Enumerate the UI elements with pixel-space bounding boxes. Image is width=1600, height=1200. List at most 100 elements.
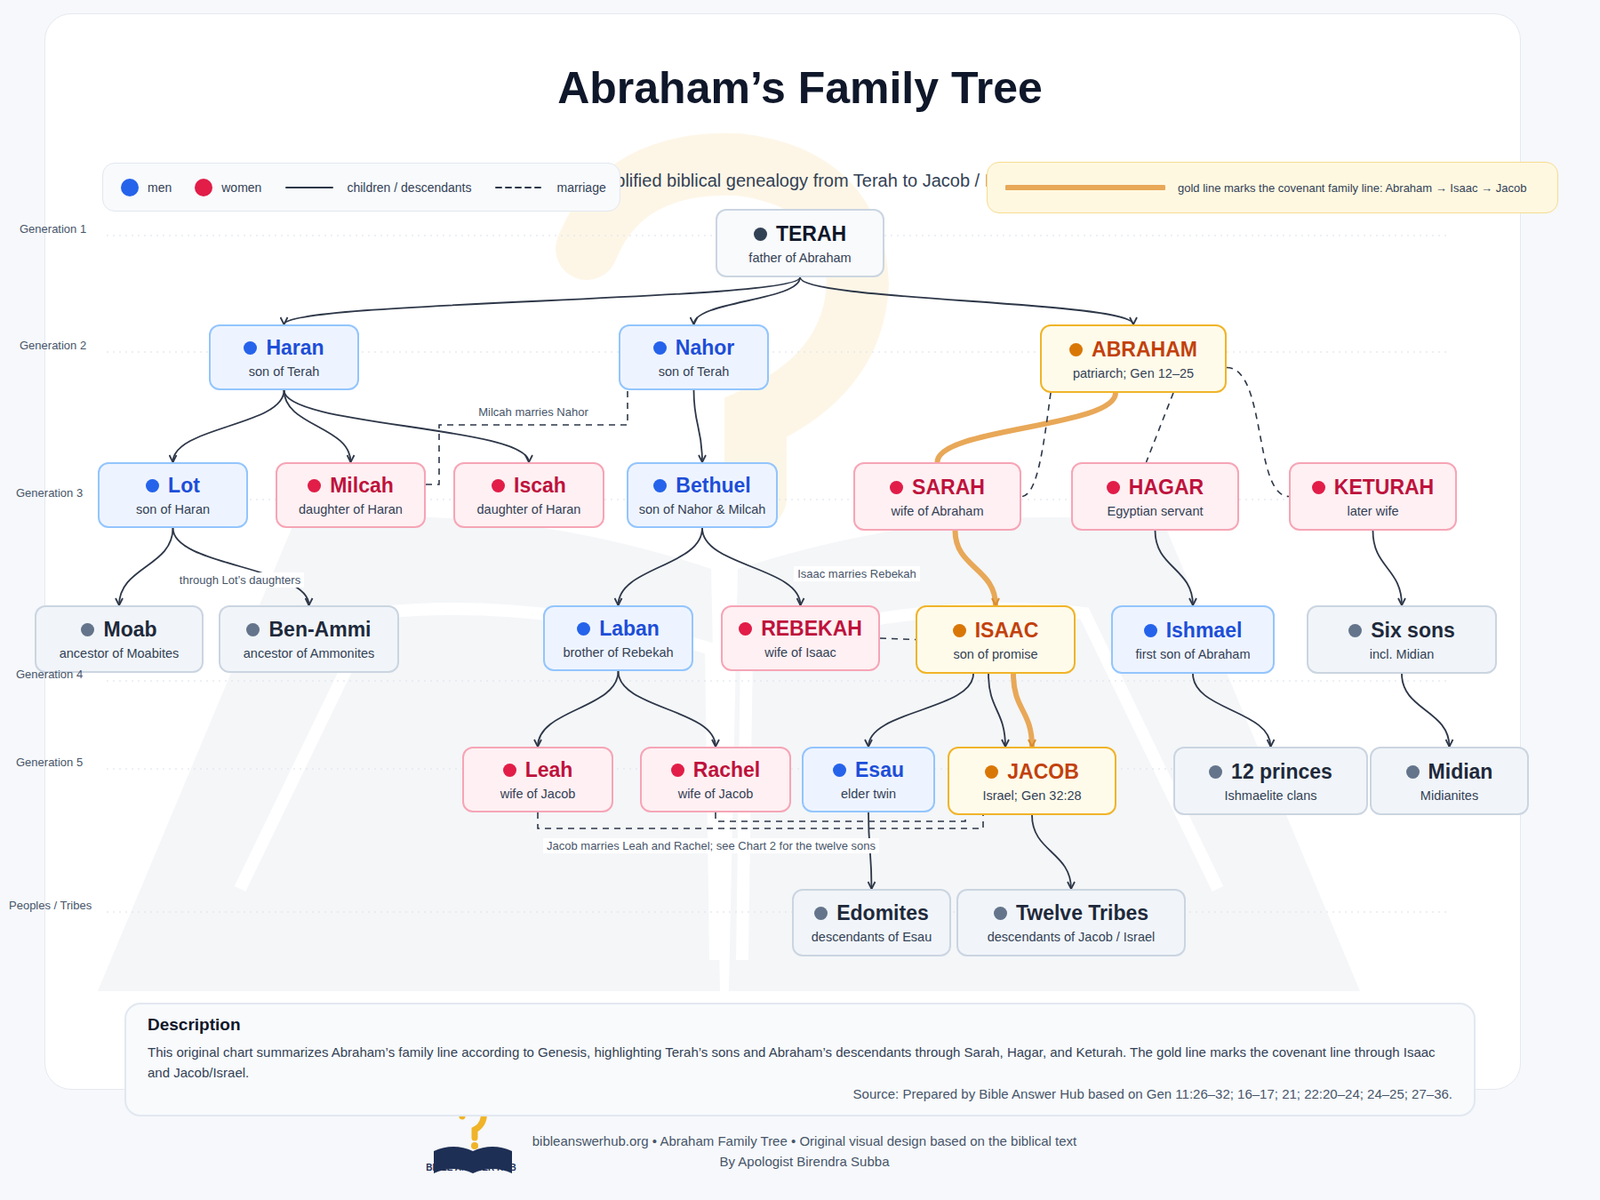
covenant-line xyxy=(955,530,997,606)
legend-swatch xyxy=(120,178,139,197)
descent-line xyxy=(868,673,974,747)
person-note: incl. Midian xyxy=(1369,647,1435,662)
legend-text: children / descendants xyxy=(346,180,472,195)
person-box: Esauelder twin xyxy=(801,746,936,813)
person-box: ISAAC son of promise xyxy=(915,605,1076,674)
person-box: ABRAHAMpatriarch; Gen 12–25 xyxy=(1040,324,1227,393)
person-box: Rachelwife of Jacob xyxy=(640,746,792,813)
person-note: descendants of Esau xyxy=(811,929,932,944)
gender-dot xyxy=(1208,765,1223,779)
descent-line xyxy=(1032,815,1072,889)
descent-line xyxy=(284,277,801,325)
descent-line xyxy=(618,528,704,606)
footer-text: BIBLE ANSWER HUB xyxy=(425,1162,516,1173)
person-name: HAGAR xyxy=(1128,475,1204,500)
name-row: Laban xyxy=(576,616,660,641)
descent-line xyxy=(1373,530,1403,606)
gender-dot xyxy=(814,906,828,920)
legend-text: gold line marks the covenant family line… xyxy=(1177,181,1527,195)
person-note: son of promise xyxy=(952,647,1038,662)
person-name: Leah xyxy=(525,758,574,783)
person-name: JACOB xyxy=(1007,760,1080,784)
generation-label: Generation 3 xyxy=(16,486,83,500)
name-row: Esau xyxy=(832,758,904,783)
descent-line xyxy=(702,528,801,606)
gender-dot xyxy=(984,765,999,779)
generation-label: Generation 1 xyxy=(19,222,87,236)
person-name: Six sons xyxy=(1370,618,1456,643)
name-row: Edomites xyxy=(814,901,929,926)
name-row: Ben-Ammi xyxy=(246,617,371,642)
person-box: Edomites descendants of Esau xyxy=(792,888,952,957)
person-name: Milcah xyxy=(329,473,394,498)
person-box: Iscahdaughter of Haran xyxy=(453,462,605,528)
name-row: KETURAH xyxy=(1312,475,1434,500)
name-row: Nahor xyxy=(653,336,735,360)
descent-line xyxy=(1155,530,1194,606)
covenant-line xyxy=(937,392,1117,463)
person-name: SARAH xyxy=(912,475,985,500)
generation-label: Generation 5 xyxy=(16,755,83,769)
gender-dot xyxy=(832,763,847,777)
gender-dot xyxy=(1348,624,1362,638)
marriage-line xyxy=(1021,392,1051,497)
person-box: Haranson of Terah xyxy=(208,324,360,391)
gender-dot xyxy=(243,341,257,355)
person-note: ancestor of Moabites xyxy=(59,646,180,661)
gender-dot xyxy=(1312,480,1326,495)
descent-line xyxy=(694,390,704,463)
marriage-line xyxy=(1146,392,1175,463)
person-name: Rachel xyxy=(693,758,760,783)
gender-dot xyxy=(653,479,667,493)
person-note: Midianites xyxy=(1420,788,1479,803)
legend-text: women xyxy=(221,180,262,195)
name-row: JACOB xyxy=(984,760,1080,784)
person-name: Moab xyxy=(103,617,157,642)
person-name: ISAAC xyxy=(975,618,1040,643)
legend-panel: gold line marks the covenant family line… xyxy=(986,161,1559,214)
name-row: TERAH xyxy=(753,222,847,247)
person-note: wife of Jacob xyxy=(500,786,576,801)
person-name: Ishmael xyxy=(1166,618,1243,643)
name-row: Six sons xyxy=(1348,618,1456,643)
person-note: first son of Abraham xyxy=(1136,647,1251,662)
title: Abraham’s Family Tree xyxy=(0,62,1600,114)
person-note: wife of Abraham xyxy=(891,504,984,519)
person-box: Lotson of Haran xyxy=(97,462,248,528)
name-row: Milcah xyxy=(307,473,394,498)
legend-text: men xyxy=(147,180,172,195)
person-name: Bethuel xyxy=(675,473,751,498)
person-box: Milcahdaughter of Haran xyxy=(275,462,426,528)
descent-line xyxy=(119,528,174,606)
person-box: HAGAREgyptian servant xyxy=(1071,462,1240,531)
person-note: descendants of Jacob / Israel xyxy=(987,929,1156,944)
person-note: later wife xyxy=(1346,504,1399,519)
book-watermark xyxy=(97,517,720,992)
descent-line xyxy=(173,528,310,606)
gender-dot xyxy=(503,763,517,777)
name-row: Moab xyxy=(80,617,157,642)
person-name: Nahor xyxy=(675,336,735,360)
legend-item: women xyxy=(194,178,262,197)
person-box: Bethuelson of Nahor & Milcah xyxy=(626,462,778,528)
person-name: 12 princes xyxy=(1231,760,1333,784)
person-box: Nahorson of Terah xyxy=(618,324,769,391)
name-row: Lot xyxy=(145,473,200,498)
person-name: Midian xyxy=(1428,760,1494,784)
name-row: Twelve Tribes xyxy=(993,901,1149,926)
descent-line xyxy=(694,277,801,325)
legend-swatch xyxy=(194,178,213,197)
gender-dot xyxy=(576,622,591,636)
person-box: MidianMidianites xyxy=(1369,746,1529,816)
legend-line-sample xyxy=(1005,183,1166,192)
gender-dot xyxy=(145,479,160,493)
description-panel: DescriptionThis original chart summarize… xyxy=(124,1002,1476,1117)
person-box: REBEKAHwife of Isaac xyxy=(720,605,880,672)
descent-line xyxy=(618,671,717,747)
name-row: Iscah xyxy=(491,473,567,498)
name-row: 12 princes xyxy=(1208,760,1333,784)
name-row: ISAAC xyxy=(952,618,1040,643)
gender-dot xyxy=(889,480,904,495)
name-row: HAGAR xyxy=(1106,475,1204,500)
descent-line xyxy=(173,390,285,463)
